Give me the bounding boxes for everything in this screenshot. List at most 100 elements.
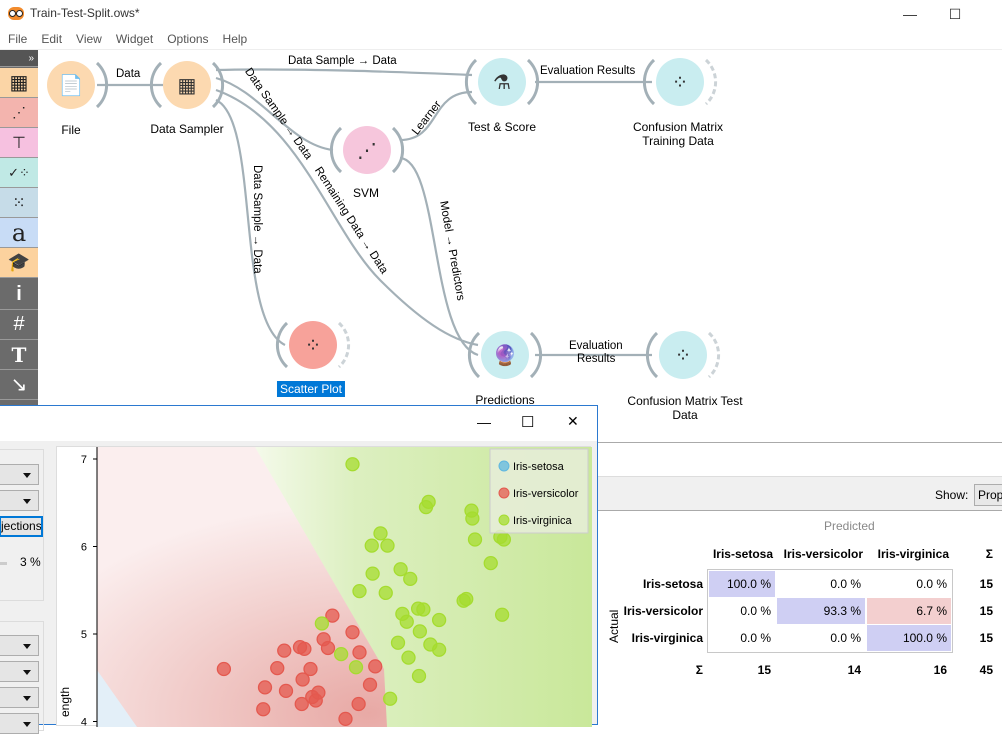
data-category-icon[interactable]: ▦ (0, 68, 38, 98)
input-anchor[interactable] (464, 58, 478, 106)
row-header: Iris-virginica (631, 631, 703, 645)
file-node-icon: 📄 (59, 73, 84, 97)
data-point-iris-virginica (418, 499, 434, 515)
visualize-category-icon[interactable]: ⋰ (0, 98, 38, 128)
text-category-icon[interactable]: a (0, 218, 38, 248)
node-label-predictions[interactable]: Predictions (475, 393, 535, 407)
minimize-button[interactable]: — (903, 6, 917, 22)
info-tool-icon[interactable]: i (0, 280, 38, 310)
matrix-cell: 0.0 % (830, 577, 861, 591)
minimize-button[interactable]: — (477, 414, 491, 430)
x-axis-dropdown[interactable] (0, 464, 39, 485)
node-label-cm-training[interactable]: Confusion Matrix Training Data (632, 120, 724, 148)
test-score-node-icon: ⚗ (493, 72, 511, 94)
data-point-iris-versicolor (216, 661, 232, 677)
grid-tool-icon[interactable]: # (0, 310, 38, 340)
link-datasampler-scatter[interactable] (215, 99, 286, 346)
output-anchor[interactable] (529, 331, 543, 379)
output-anchor[interactable] (211, 61, 225, 109)
link-svm-predictions[interactable] (399, 156, 479, 357)
evaluate-category-icon[interactable]: ✓⁘ (0, 158, 38, 188)
show-select[interactable]: Propo (974, 484, 1002, 506)
maximize-button[interactable]: ☐ (948, 6, 962, 22)
predictions-node-circle (481, 331, 529, 379)
label-dropdown[interactable] (0, 713, 39, 734)
link-datasampler-testscore[interactable] (215, 68, 473, 77)
educational-category-icon[interactable]: 🎓 (0, 248, 38, 278)
file-node[interactable]: 📄 (47, 61, 109, 109)
input-anchor[interactable] (642, 58, 656, 106)
model-category-icon[interactable]: ⊤ (0, 128, 38, 158)
cm-test-node[interactable]: ⁘ (645, 331, 721, 379)
data-point-iris-virginica (364, 538, 379, 553)
y-tick-label: 7 (81, 454, 87, 466)
input-anchor[interactable] (645, 331, 659, 379)
column-header: Iris-versicolor (783, 547, 863, 561)
link-datasampler-predictions[interactable] (215, 88, 479, 347)
find-projections-button[interactable]: jections (0, 516, 43, 537)
menu-help[interactable]: Help (222, 32, 248, 46)
scatter-plot-node-icon: ⁘ (305, 335, 322, 357)
menu-view[interactable]: View (76, 32, 102, 46)
input-anchor[interactable] (467, 331, 481, 379)
output-anchor[interactable] (337, 321, 351, 369)
menu-edit[interactable]: Edit (41, 32, 63, 46)
node-label-svm[interactable]: SVM (352, 186, 380, 200)
maximize-button[interactable]: ☐ (521, 414, 535, 431)
input-anchor[interactable] (275, 321, 289, 369)
arrow-annotation-tool-icon[interactable]: ↘ (0, 370, 38, 400)
output-anchor[interactable] (526, 58, 540, 106)
svm-node[interactable]: ⋰ (329, 126, 405, 174)
node-label-file[interactable]: File (61, 123, 81, 137)
node-label-scatter-plot[interactable]: Scatter Plot (276, 381, 346, 397)
node-label-cm-test[interactable]: Confusion Matrix Test Data (627, 394, 743, 422)
link-label: Results (577, 353, 616, 365)
link-label: Data Sample → Data (251, 165, 263, 274)
data-point-iris-virginica (483, 555, 498, 571)
node-label-test-score[interactable]: Test & Score (467, 120, 537, 134)
output-anchor[interactable] (704, 58, 718, 106)
link-svm-testscore[interactable] (399, 90, 473, 142)
column-total: 14 (847, 663, 861, 677)
text-annotation-tool-icon[interactable]: T (0, 340, 38, 370)
output-anchor[interactable] (95, 61, 109, 109)
row-header: Iris-versicolor (623, 604, 703, 618)
data-sampler-node[interactable]: ▦ (149, 61, 225, 109)
workflow-canvas[interactable]: 📄▦⋰⚗⁘⁘🔮⁘ (0, 50, 1002, 410)
menu-options[interactable]: Options (167, 32, 209, 46)
jitter-slider[interactable] (0, 562, 7, 565)
data-point-iris-versicolor (278, 683, 294, 699)
row-header: Iris-setosa (642, 577, 703, 591)
data-point-iris-versicolor (345, 625, 360, 640)
unsupervised-category-icon[interactable]: ⁙ (0, 188, 38, 218)
predictions-node[interactable]: 🔮 (467, 331, 543, 379)
input-anchor[interactable] (329, 126, 343, 174)
menu-file[interactable]: File (8, 32, 28, 46)
cm-training-node[interactable]: ⁘ (642, 58, 718, 106)
matrix-cell: 0.0 % (916, 577, 947, 591)
link-datasampler-svm[interactable] (215, 76, 334, 152)
link-label: Evaluation (569, 340, 623, 352)
scatter-plot-node[interactable]: ⁘ (275, 321, 351, 369)
data-point-iris-virginica (382, 691, 398, 706)
y-axis-dropdown[interactable] (0, 490, 39, 511)
output-anchor[interactable] (707, 331, 721, 379)
node-label-data-sampler[interactable]: Data Sampler (150, 122, 224, 136)
row-total: 15 (979, 631, 993, 645)
input-anchor[interactable] (149, 61, 163, 109)
output-anchor[interactable] (391, 126, 405, 174)
data-point-iris-virginica (378, 585, 393, 601)
menu-widget[interactable]: Widget (115, 32, 154, 46)
data-point-iris-virginica (314, 616, 330, 631)
close-button[interactable]: ✕ (567, 413, 579, 429)
matrix-cell: 100.0 % (709, 571, 775, 597)
expand-toolbox-button[interactable]: » (0, 50, 38, 67)
color-dropdown[interactable] (0, 635, 39, 656)
shape-dropdown[interactable] (0, 661, 39, 682)
size-dropdown[interactable] (0, 687, 39, 708)
data-point-iris-virginica (345, 457, 360, 472)
menu-bar: File Edit View Widget Options Help (0, 29, 1002, 50)
test-score-node[interactable]: ⚗ (464, 58, 540, 106)
